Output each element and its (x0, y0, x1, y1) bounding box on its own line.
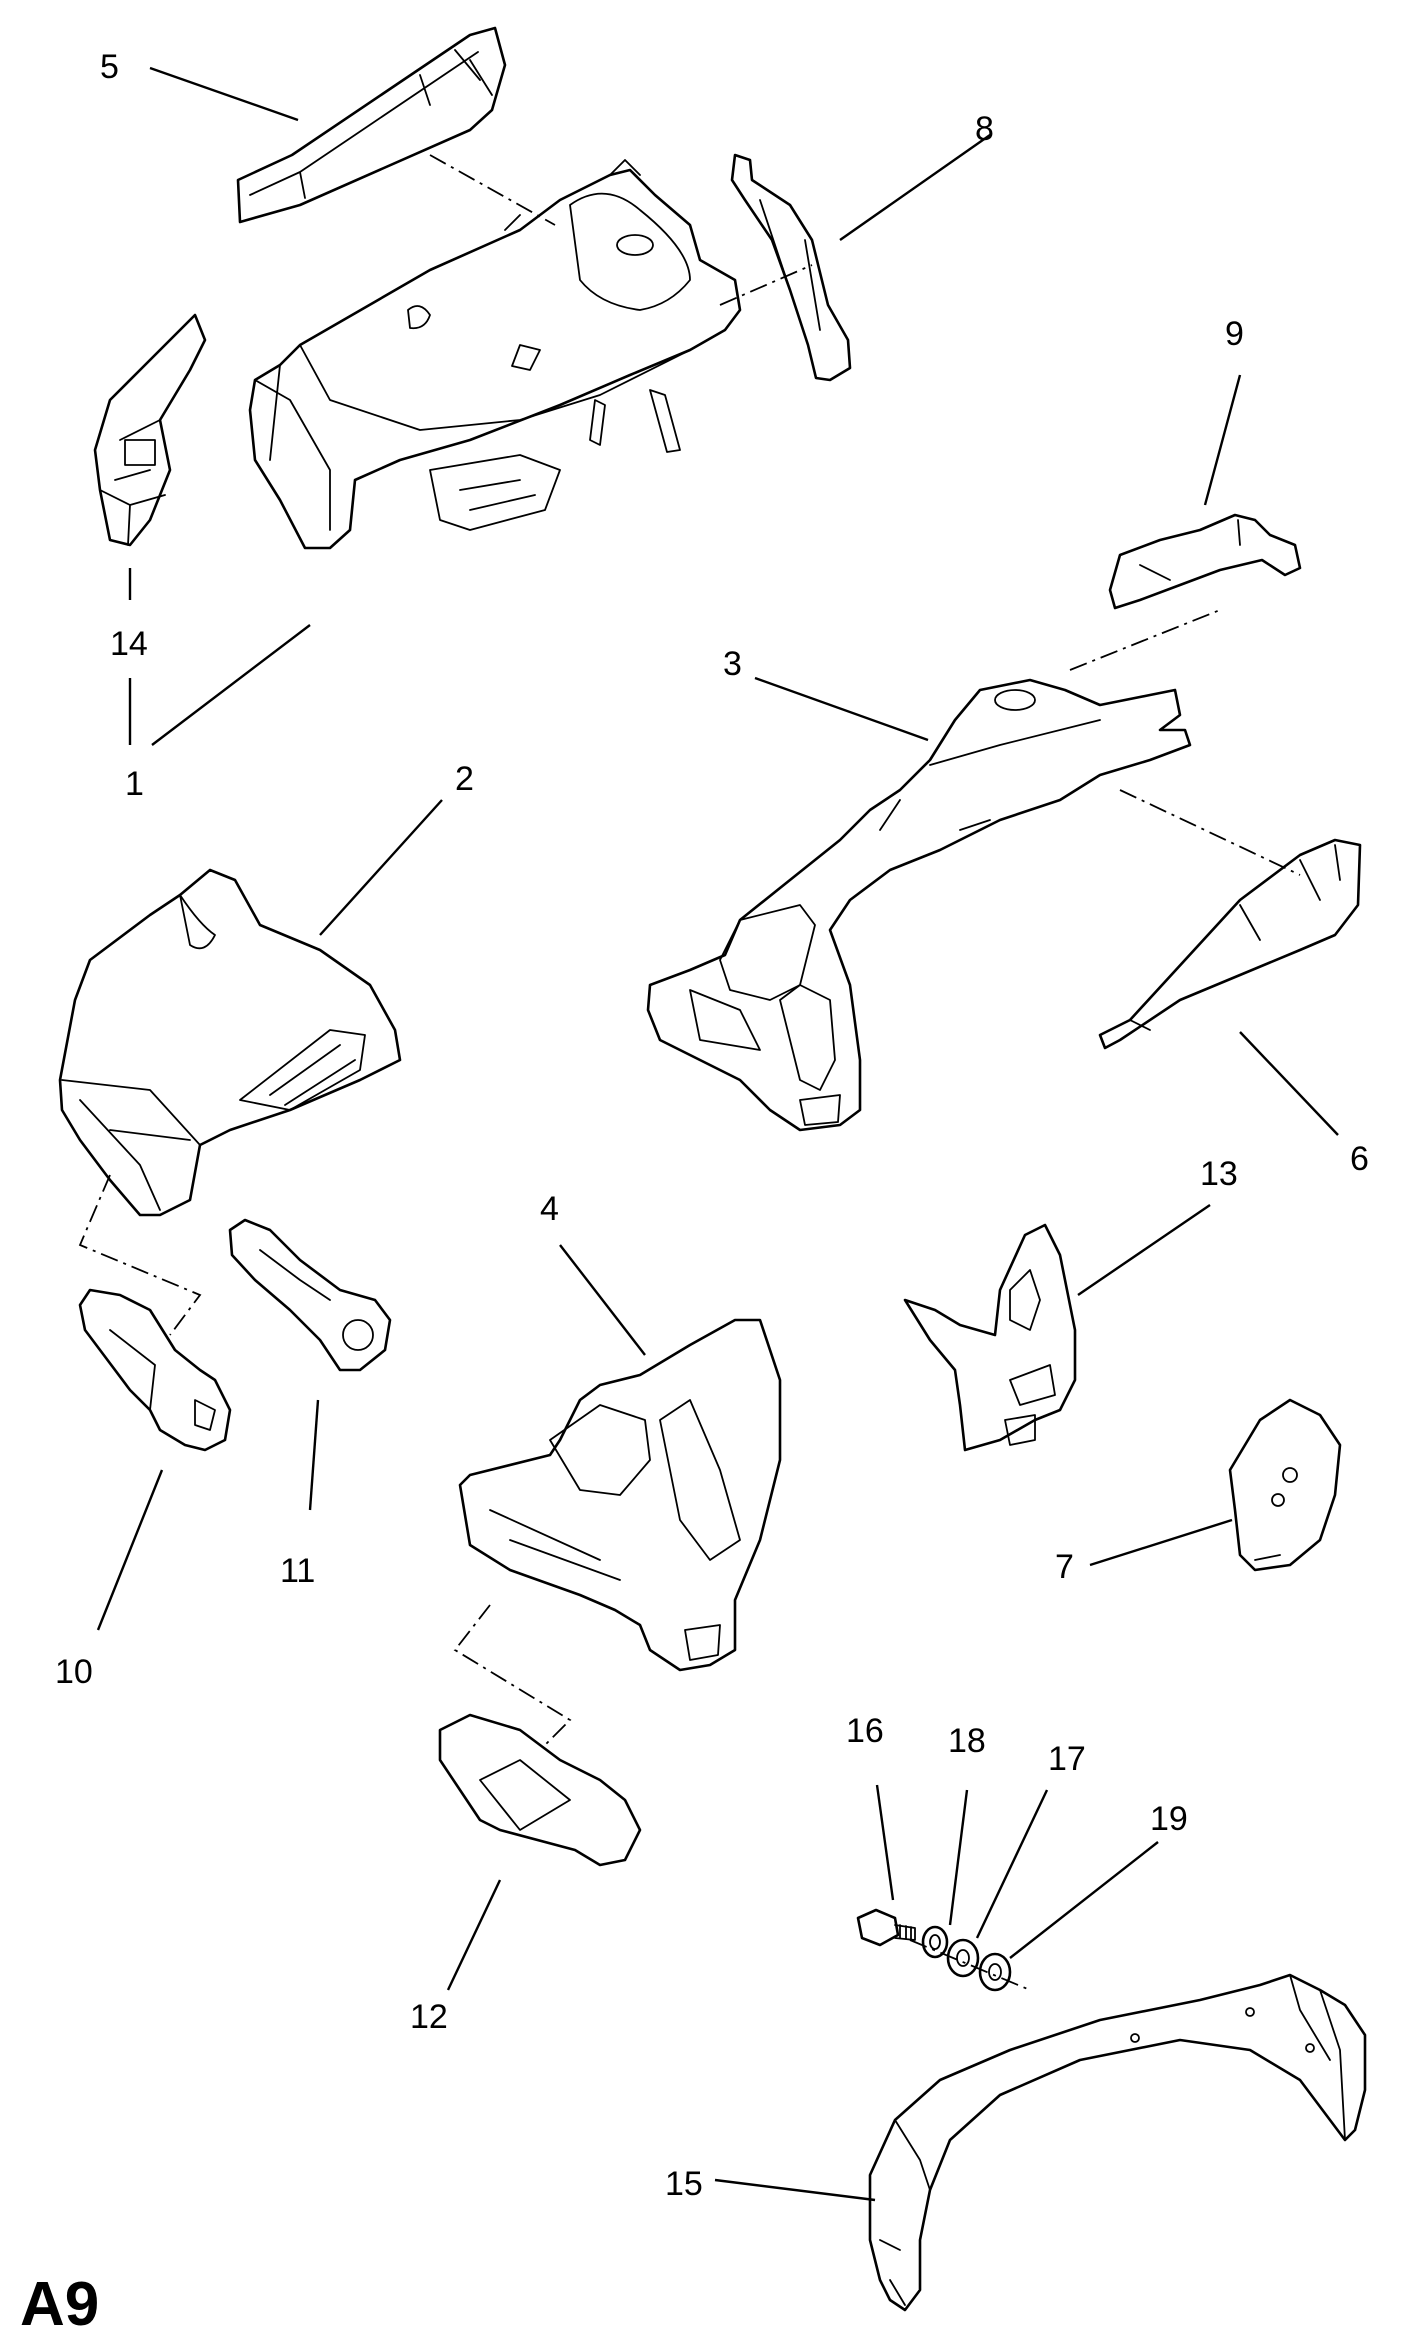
part-10 (78, 1288, 232, 1452)
leader-lines (96, 66, 1339, 2202)
part-1 (248, 159, 742, 550)
part-17-washer (946, 1938, 980, 1978)
page-code: A9 (20, 2270, 99, 2339)
callout-8: 8 (975, 110, 994, 148)
callout-15: 15 (665, 2165, 703, 2203)
callout-2: 2 (455, 760, 474, 798)
part-19-washer (978, 1952, 1012, 1992)
part-3 (646, 678, 1192, 1132)
callout-6: 6 (1350, 1140, 1369, 1178)
callout-16: 16 (846, 1712, 884, 1750)
part-14 (93, 313, 207, 547)
part-11 (228, 1218, 392, 1372)
callout-18: 18 (948, 1722, 986, 1760)
part-13 (903, 1223, 1077, 1452)
part-2 (58, 868, 402, 1217)
part-12 (438, 1713, 642, 1867)
callout-12: 12 (410, 1998, 448, 2036)
callout-3: 3 (723, 645, 742, 683)
part-18-washer (921, 1925, 949, 1959)
callout-17: 17 (1048, 1740, 1086, 1778)
callout-13: 13 (1200, 1155, 1238, 1193)
part-15 (868, 1973, 1367, 2312)
part-5 (236, 26, 507, 224)
callout-19: 19 (1150, 1800, 1188, 1838)
part-9 (1108, 513, 1302, 610)
callout-4: 4 (540, 1190, 559, 1228)
callout-14: 14 (110, 625, 148, 663)
assembly-lines (78, 154, 1301, 1991)
callout-labels: 5 8 9 14 3 1 2 6 4 13 7 11 10 16 18 17 1… (55, 48, 1369, 2203)
part-8 (730, 153, 852, 382)
callout-11: 11 (280, 1552, 315, 1590)
callout-10: 10 (55, 1653, 93, 1691)
callout-9: 9 (1225, 315, 1244, 353)
part-4 (458, 1318, 782, 1672)
part-16-bolt (856, 1908, 916, 1947)
part-7 (1228, 1398, 1342, 1572)
part-6 (1098, 838, 1362, 1050)
callout-5: 5 (100, 48, 119, 86)
callout-1: 1 (125, 765, 144, 803)
callout-7: 7 (1055, 1548, 1074, 1586)
